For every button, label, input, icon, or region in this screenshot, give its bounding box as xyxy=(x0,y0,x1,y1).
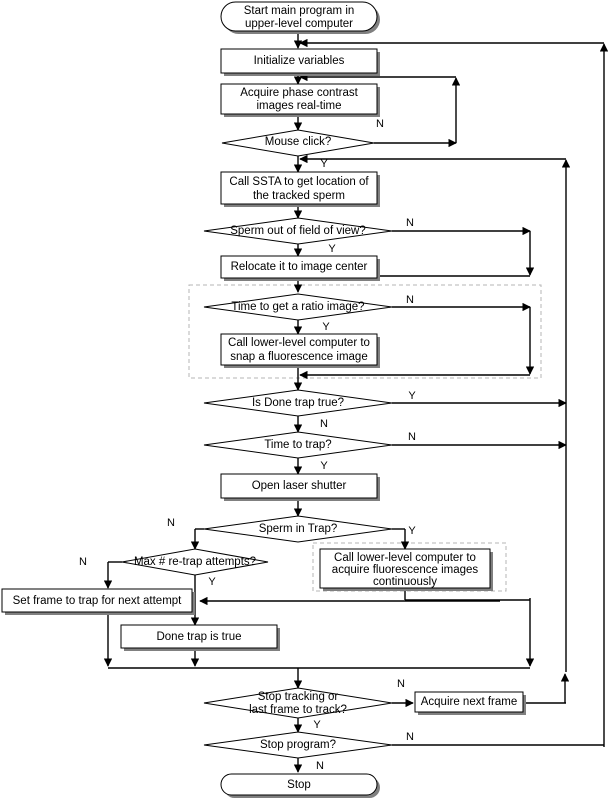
node-time-ratio-image[interactable]: Time to get a ratio image? xyxy=(203,293,393,321)
node-stop-tracking-line1: Stop tracking or xyxy=(258,691,339,703)
node-start-line1: Start main program in xyxy=(244,5,355,17)
label-stop-tracking-yes: Y xyxy=(313,719,321,731)
node-sperm-in-trap[interactable]: Sperm in Trap? xyxy=(203,515,393,543)
node-acquire-fluorescence-continuously-line2: acquire fluorescence images xyxy=(332,564,479,576)
node-acquire-fluorescence-continuously[interactable]: Call lower-level computer to acquire flu… xyxy=(319,548,493,591)
node-acquire-next-frame-label: Acquire next frame xyxy=(421,696,518,708)
node-acquire-phase-contrast-line1: Acquire phase contrast xyxy=(240,87,358,99)
label-stop-program-yes: N xyxy=(316,760,324,772)
label-ratio-time-no: N xyxy=(406,294,414,306)
node-done-trap-is-true-label: Done trap is true xyxy=(156,631,241,643)
label-sperm-out-no: N xyxy=(406,217,414,229)
node-time-to-trap-label: Time to trap? xyxy=(264,439,331,451)
node-snap-fluorescence[interactable]: Call lower-level computer to snap a fluo… xyxy=(220,333,380,368)
node-stop-tracking-line2: last frame to track? xyxy=(249,704,347,716)
node-set-frame-next-attempt[interactable]: Set frame to trap for next attempt xyxy=(1,588,195,615)
dashed-group-ratio-image xyxy=(188,284,542,379)
node-initialize-variables-label: Initialize variables xyxy=(254,55,345,67)
node-stop-program[interactable]: Stop program? xyxy=(203,731,393,759)
node-snap-fluorescence-line2: snap a fluorescence image xyxy=(230,351,367,363)
node-acquire-phase-contrast-line2: images real-time xyxy=(257,100,342,112)
node-is-done-trap-true-label: Is Done trap true? xyxy=(252,397,344,409)
node-sperm-in-trap-label: Sperm in Trap? xyxy=(259,523,338,535)
node-call-ssta-line2: the tracked sperm xyxy=(253,190,345,202)
node-stop-program-label: Stop program? xyxy=(260,739,336,751)
node-mouse-click-label: Mouse click? xyxy=(265,136,331,148)
node-start-line2: upper-level computer xyxy=(245,18,353,30)
label-time-to-trap-no: N xyxy=(408,431,416,443)
node-done-trap-is-true[interactable]: Done trap is true xyxy=(120,624,280,651)
node-stop-label: Stop xyxy=(287,779,311,791)
node-mouse-click[interactable]: Mouse click? xyxy=(221,129,375,157)
node-call-ssta-line1: Call SSTA to get location of xyxy=(229,176,369,188)
node-acquire-phase-contrast[interactable]: Acquire phase contrast images real-time xyxy=(220,83,380,117)
label-stop-tracking-no: N xyxy=(397,678,405,690)
node-acquire-fluorescence-continuously-line3: continuously xyxy=(373,576,437,588)
node-time-to-trap[interactable]: Time to trap? xyxy=(203,431,393,459)
node-set-frame-next-attempt-label: Set frame to trap for next attempt xyxy=(13,595,183,607)
label-ratio-time-yes: Y xyxy=(322,321,330,333)
node-is-done-trap-true[interactable]: Is Done trap true? xyxy=(203,389,393,417)
node-max-retrap-attempts-label: Max # re-trap attempts? xyxy=(134,556,256,568)
node-sperm-out-of-field-label: Sperm out of field of view? xyxy=(230,225,366,237)
node-snap-fluorescence-line1: Call lower-level computer to xyxy=(228,337,370,349)
label-done-trap-yes: Y xyxy=(408,390,416,402)
node-relocate-to-center[interactable]: Relocate it to image center xyxy=(220,255,380,281)
node-initialize-variables[interactable]: Initialize variables xyxy=(220,48,380,76)
label-max-retrap-no: N xyxy=(79,556,87,568)
label-sperm-in-trap-no: N xyxy=(167,517,175,529)
label-mouse-click-yes: Y xyxy=(320,158,328,170)
node-stop[interactable]: Stop xyxy=(220,773,380,798)
node-acquire-next-frame[interactable]: Acquire next frame xyxy=(414,691,526,715)
node-sperm-out-of-field[interactable]: Sperm out of field of view? xyxy=(203,217,393,245)
edge-labels: N Y N Y N Y Y N N Y N Y N Y N Y N N xyxy=(79,118,416,772)
label-max-retrap-yes: Y xyxy=(208,576,216,588)
node-call-ssta[interactable]: Call SSTA to get location of the tracked… xyxy=(220,171,380,207)
label-time-to-trap-yes: Y xyxy=(320,460,328,472)
node-open-laser-shutter[interactable]: Open laser shutter xyxy=(220,473,380,501)
node-time-ratio-image-label: Time to get a ratio image? xyxy=(231,301,364,313)
node-open-laser-shutter-label: Open laser shutter xyxy=(252,480,347,492)
label-done-trap-no: N xyxy=(320,418,328,430)
label-sperm-in-trap-yes: Y xyxy=(408,525,416,537)
label-stop-program-no: N xyxy=(406,731,414,743)
node-start[interactable]: Start main program in upper-level comput… xyxy=(220,1,380,34)
label-mouse-click-no: N xyxy=(376,118,384,130)
node-stop-tracking[interactable]: Stop tracking or last frame to track? xyxy=(203,687,393,719)
node-max-retrap-attempts[interactable]: Max # re-trap attempts? xyxy=(121,548,269,576)
label-sperm-out-yes: Y xyxy=(328,243,336,255)
node-acquire-fluorescence-continuously-line1: Call lower-level computer to xyxy=(334,552,476,564)
node-relocate-to-center-label: Relocate it to image center xyxy=(231,261,368,273)
